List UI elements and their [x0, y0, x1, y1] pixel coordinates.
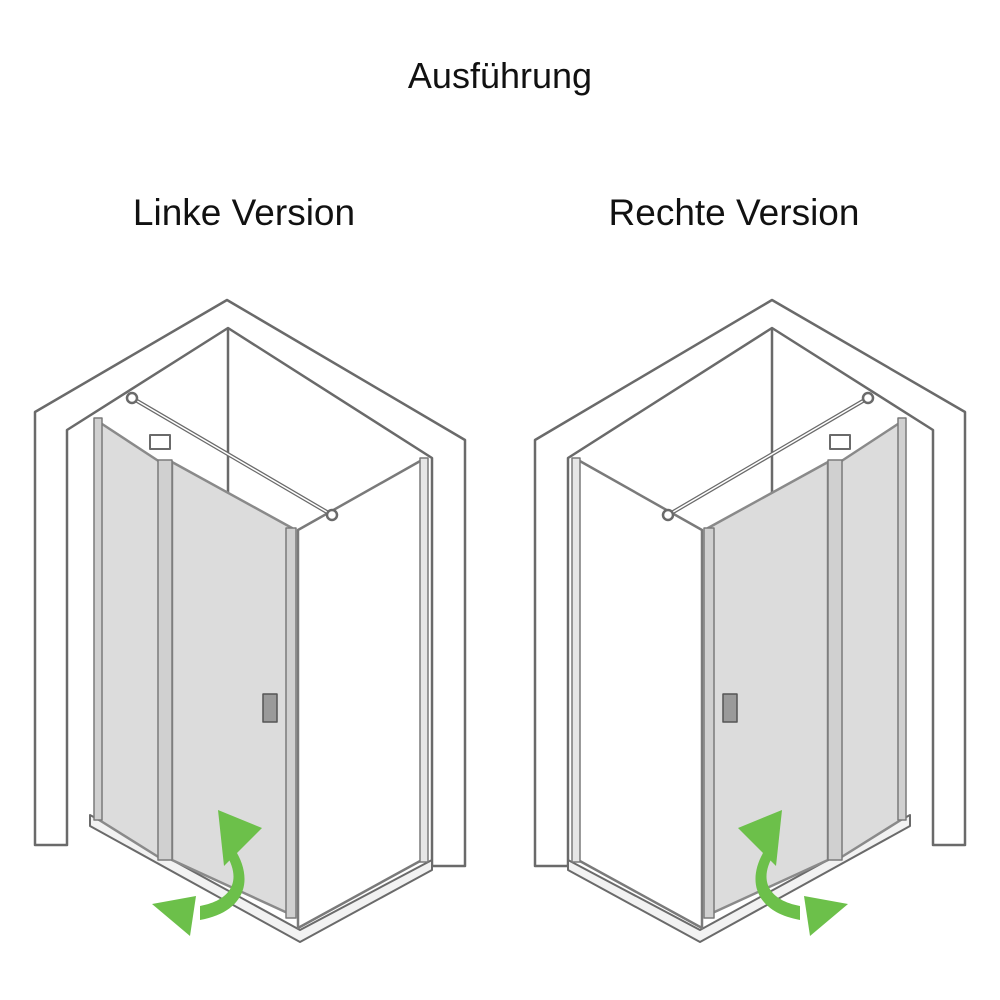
- left-fixed-glass: [94, 418, 162, 860]
- right-post-3: [897, 417, 907, 821]
- left-post-1: [93, 417, 103, 821]
- page-title: Ausführung: [407, 55, 593, 96]
- right-shower-tray: [567, 814, 911, 943]
- left-post-2: [157, 459, 173, 861]
- right-side-glass: [576, 458, 704, 930]
- right-version-label: Rechte Version: [608, 192, 860, 233]
- right-wall: [533, 298, 967, 868]
- right-door-handle-icon: [722, 693, 738, 723]
- right-fixed-glass: [838, 418, 906, 860]
- left-post-3: [285, 527, 297, 919]
- right-version-illustration: [533, 298, 967, 943]
- right-swing-arrow-icon: [738, 810, 848, 936]
- left-side-post: [419, 457, 429, 863]
- right-side-post: [571, 457, 581, 863]
- left-wall: [33, 298, 467, 868]
- left-version-label: Linke Version: [132, 192, 356, 233]
- left-door-handle-icon: [262, 693, 278, 723]
- left-shower-tray: [89, 814, 433, 943]
- right-post-2: [827, 459, 843, 861]
- left-version-illustration: [33, 298, 467, 943]
- left-side-glass: [296, 458, 424, 930]
- right-post-1: [703, 527, 715, 919]
- left-swing-arrow-icon: [152, 810, 262, 936]
